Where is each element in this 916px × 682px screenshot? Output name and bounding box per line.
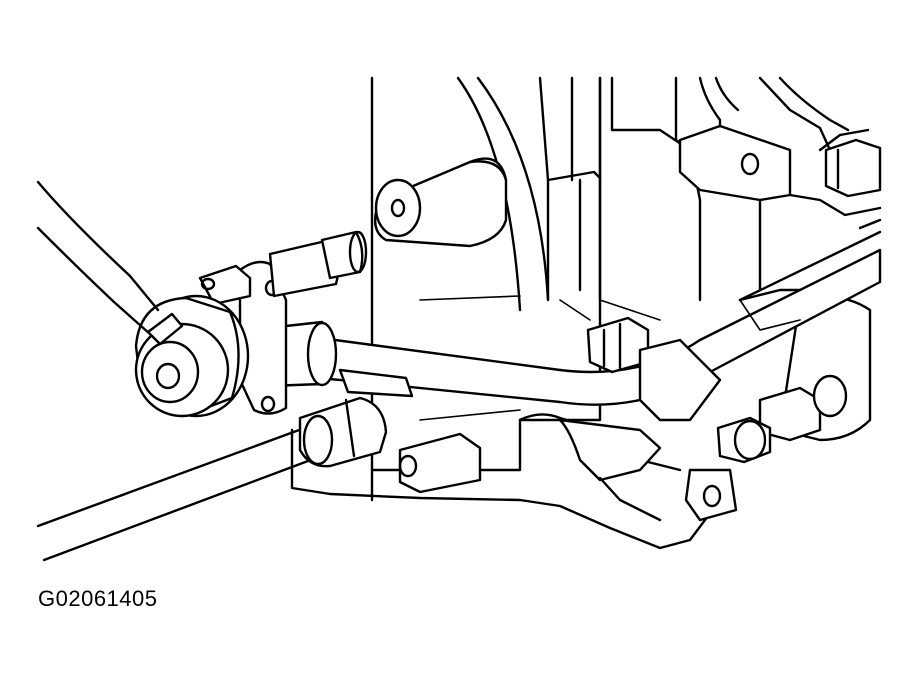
figure-identifier: G02061405 [38, 586, 158, 611]
block-boss [373, 157, 508, 248]
upper-right-housing [610, 76, 882, 302]
detail-lines [419, 295, 801, 421]
lower-left-hose [36, 396, 388, 562]
lower-housing [290, 413, 738, 550]
tube-clip [586, 316, 722, 422]
connector-fitting [198, 230, 368, 415]
horizontal-tube [318, 218, 882, 406]
round-valve [134, 294, 250, 418]
engine-block [370, 76, 602, 472]
right-fittings [716, 288, 872, 464]
upper-left-cable [36, 180, 184, 346]
